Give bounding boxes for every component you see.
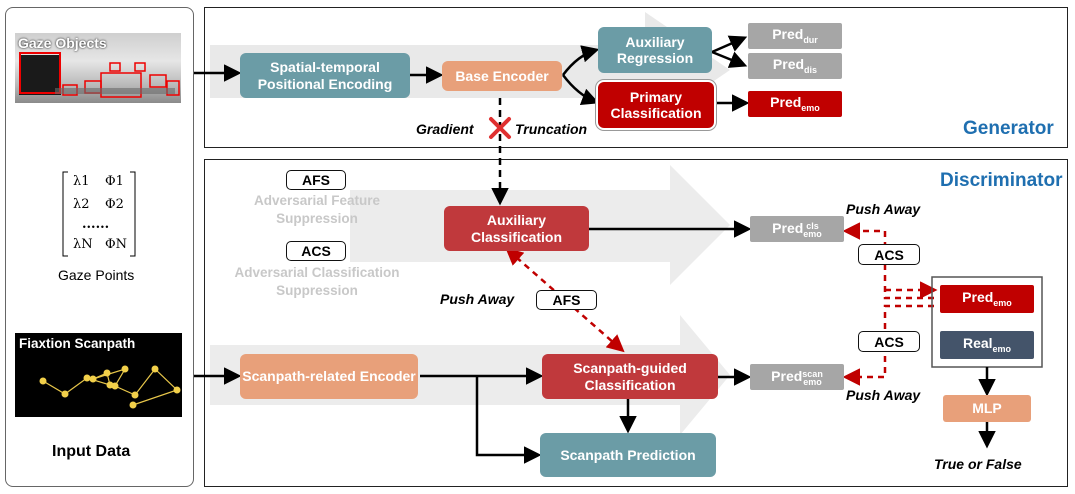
gaze-objects-label: Gaze Objects (18, 35, 107, 51)
real-emo-box: Realemo (940, 331, 1034, 359)
acs-tag-bottom: ACS (858, 331, 920, 352)
fixation-scanpath-label: Fiaxtion Scanpath (19, 336, 136, 351)
scanpath-guided-classification-box: Scanpath-guided Classification (542, 354, 718, 399)
input-data-title: Input Data (52, 443, 131, 460)
afs-description: Adversarial Feature Suppression (253, 193, 381, 226)
truncation-x-icon (489, 117, 511, 139)
base-encoder-box: Base Encoder (442, 61, 562, 91)
fixation-scanpath-image (15, 333, 182, 417)
scanpath-svg (39, 365, 181, 409)
pred-dis-box: Preddis (748, 53, 842, 79)
scanpath-prediction-box: Scanpath Prediction (540, 433, 716, 477)
gaze-points-label: Gaze Points (58, 267, 135, 283)
acs-tag-top: ACS (858, 244, 920, 265)
push-away-bottom-label: Push Away (846, 387, 921, 403)
gradient-label: Gradient (416, 121, 474, 137)
push-away-left-label: Push Away (440, 291, 515, 307)
truncation-label: Truncation (515, 121, 588, 137)
spatial-temporal-encoding-box: Spatial-temporal Positional Encoding (240, 53, 410, 98)
acs-tag-legend: ACS (286, 241, 346, 261)
true-or-false-label: True or False (934, 456, 1022, 472)
afs-tag-legend: AFS (286, 170, 346, 190)
pred-emo-generator-box: Predemo (748, 91, 842, 117)
generator-title: Generator (963, 118, 1054, 139)
auxiliary-classification-box: Auxiliary Classification (444, 206, 589, 251)
matrix-brackets (62, 171, 136, 257)
pred-emo-discriminator-box: Predemo (940, 285, 1034, 313)
primary-classification-box: Primary Classification (598, 82, 714, 128)
auxiliary-regression-box: Auxiliary Regression (598, 27, 712, 73)
discriminator-title: Discriminator (940, 170, 1063, 191)
matrix-row-3: ...... (82, 217, 110, 232)
acs-description: Adversarial Classification Suppression (234, 265, 400, 298)
pred-dur-box: Preddur (748, 23, 842, 49)
scanpath-related-encoder-box: Scanpath-related Encoder (240, 354, 418, 399)
mlp-box: MLP (943, 395, 1031, 422)
gaze-objects-svg (19, 52, 180, 98)
push-away-top-label: Push Away (846, 201, 921, 217)
afs-tag: AFS (536, 290, 597, 310)
gaze-objects-image (15, 33, 181, 103)
